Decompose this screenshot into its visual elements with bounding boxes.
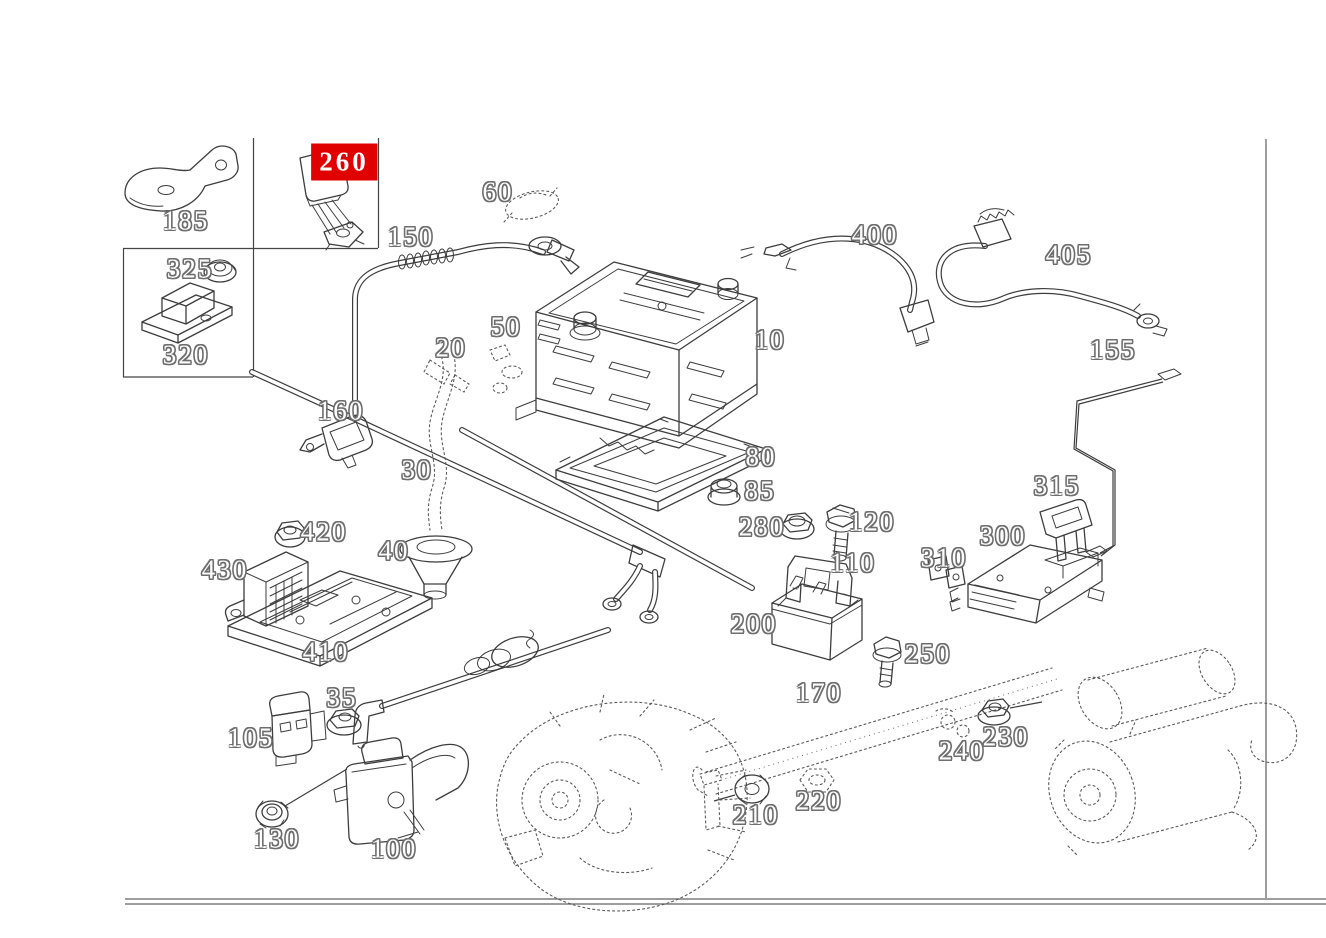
part-label-30[interactable]: 30 — [401, 454, 433, 485]
tray-80-illustration — [555, 416, 767, 512]
wire-155-illustration — [1073, 368, 1182, 558]
links-310-illustration — [927, 555, 966, 589]
part-label-80[interactable]: 80 — [745, 441, 777, 472]
part-label-420[interactable]: 420 — [300, 516, 348, 547]
grommet-85-illustration — [707, 478, 741, 506]
terminal-cover-260-illustration — [299, 148, 365, 251]
block-320-illustration — [141, 282, 233, 344]
connector-105-illustration — [269, 691, 327, 767]
connector-430-illustration — [224, 551, 309, 627]
part-label-170[interactable]: 170 — [795, 677, 843, 708]
part-label-155[interactable]: 155 — [1089, 334, 1137, 365]
bolt-120-illustration — [825, 504, 857, 562]
part-label-315[interactable]: 315 — [1033, 470, 1081, 501]
nut-420-illustration — [274, 520, 306, 548]
part-label-240[interactable]: 240 — [938, 735, 986, 766]
part-label-85[interactable]: 85 — [744, 475, 776, 506]
nut-230-illustration — [977, 698, 1043, 726]
part-label-250[interactable]: 250 — [904, 638, 952, 669]
part-label-150[interactable]: 150 — [387, 221, 435, 252]
battery-10-illustration — [515, 261, 758, 455]
part-label-105[interactable]: 105 — [227, 722, 275, 753]
cable-400-illustration — [740, 235, 935, 347]
part-label-325[interactable]: 325 — [166, 253, 214, 284]
cable-405-illustration — [935, 208, 1168, 337]
terminal-block-100-illustration — [333, 737, 469, 845]
part-label-160[interactable]: 160 — [317, 395, 365, 426]
nut-325-illustration — [203, 259, 237, 283]
part-label-10[interactable]: 10 — [754, 324, 786, 355]
part-label-320[interactable]: 320 — [162, 339, 210, 370]
part-label-130[interactable]: 130 — [253, 823, 301, 854]
box-200-illustration — [771, 575, 863, 661]
fuse-315-illustration — [1039, 498, 1093, 562]
part-label-260-highlighted[interactable]: 260 — [311, 143, 377, 181]
cover-60-illustration — [503, 187, 559, 223]
part-label-50[interactable]: 50 — [490, 311, 522, 342]
part-label-60[interactable]: 60 — [482, 176, 514, 207]
part-label-410[interactable]: 410 — [302, 636, 350, 667]
fusebox-300-illustration — [949, 544, 1105, 624]
conduit-30-illustration — [427, 339, 456, 531]
part-label-400[interactable]: 400 — [851, 219, 899, 250]
starter-illustration — [1048, 647, 1298, 857]
part-label-20[interactable]: 20 — [435, 332, 467, 363]
part-label-200[interactable]: 200 — [730, 608, 778, 639]
part-label-300[interactable]: 300 — [979, 520, 1027, 551]
nut-280-illustration — [779, 512, 815, 540]
part-label-35[interactable]: 35 — [326, 682, 358, 713]
grommet-40-illustration — [399, 535, 473, 600]
part-label-110[interactable]: 110 — [830, 547, 876, 578]
canvas-border — [125, 139, 1326, 905]
part-label-185[interactable]: 185 — [162, 205, 210, 236]
harness-170-illustration — [692, 667, 1063, 797]
nut-210-illustration — [699, 769, 770, 831]
nut-35-illustration — [326, 708, 362, 736]
part-label-280[interactable]: 280 — [738, 511, 786, 542]
part-label-120[interactable]: 120 — [848, 506, 896, 537]
nut-130-illustration — [255, 768, 348, 829]
part-label-220[interactable]: 220 — [795, 785, 843, 816]
part-label-405[interactable]: 405 — [1045, 239, 1093, 270]
cable-150-illustration — [249, 236, 666, 624]
fitting-240-illustration — [935, 708, 970, 738]
nut-220-illustration — [799, 768, 835, 793]
cable-branch-illustration — [459, 427, 755, 591]
bracket-185-illustration — [124, 145, 239, 212]
clamp-160-illustration — [299, 414, 374, 469]
part-label-40[interactable]: 40 — [378, 535, 410, 566]
part-label-210[interactable]: 210 — [732, 799, 780, 830]
part-label-100[interactable]: 100 — [370, 833, 418, 864]
part-label-230[interactable]: 230 — [982, 721, 1030, 752]
inset-cell-frame — [122, 138, 380, 378]
part-label-310[interactable]: 310 — [920, 542, 968, 573]
alternator-illustration — [496, 693, 751, 912]
bolt-250-illustration — [872, 636, 902, 688]
bracket-410-illustration — [227, 570, 433, 667]
alternator-cable-illustration — [352, 627, 611, 749]
part-label-430[interactable]: 430 — [201, 554, 249, 585]
